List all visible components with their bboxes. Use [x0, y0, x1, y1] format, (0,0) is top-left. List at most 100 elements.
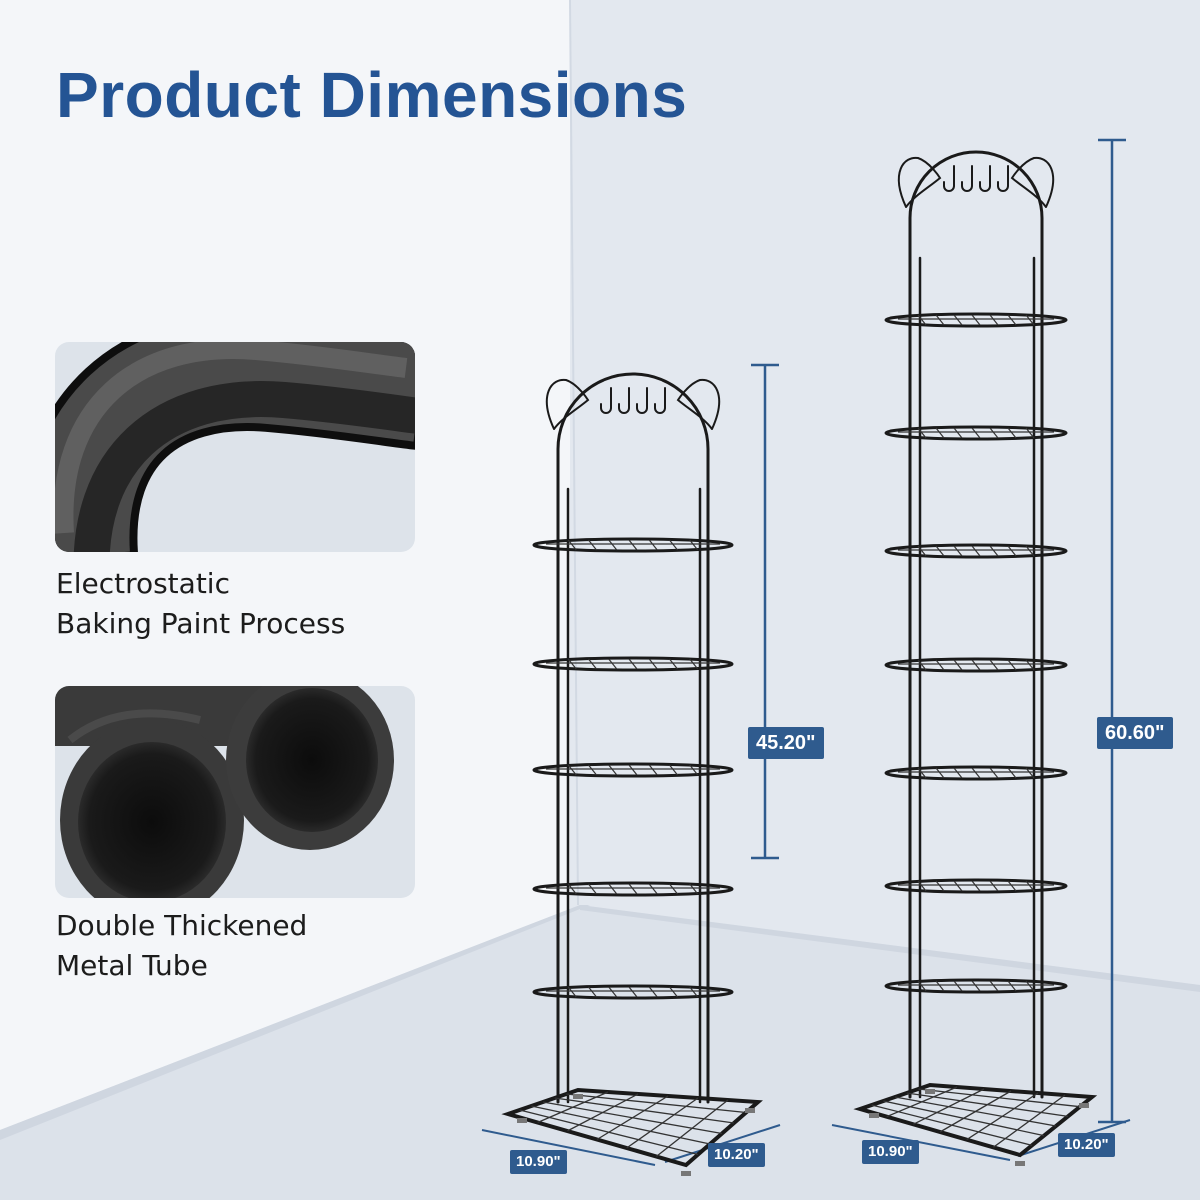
rack-wire	[917, 427, 927, 439]
rack-wire	[567, 883, 577, 895]
rack-wire	[917, 314, 927, 326]
rack-shelf-rim	[884, 765, 1068, 781]
rack-wire	[588, 539, 597, 551]
rack-wire	[953, 980, 963, 992]
rack-wire	[567, 658, 577, 670]
rack-hook	[961, 165, 973, 192]
rack-wire	[1007, 314, 1017, 326]
rack-wire	[567, 986, 577, 998]
rack-wire	[971, 427, 981, 439]
rack-shelf-wires	[546, 883, 720, 895]
rack-wire	[971, 767, 981, 779]
rack-wire	[648, 658, 658, 670]
rack-wire	[588, 883, 597, 895]
rack-wire	[971, 880, 981, 892]
feature-caption-line: Double Thickened	[56, 909, 308, 942]
rack-shelf-rim	[884, 657, 1068, 673]
rack-shelf-rim	[532, 537, 734, 553]
feature-caption-line: Baking Paint Process	[56, 607, 346, 640]
rack-base-wire	[992, 1094, 1066, 1148]
rack-wire	[1025, 880, 1035, 892]
rack-wire	[689, 658, 699, 670]
rack-wire	[917, 545, 927, 557]
rack-shelf-wires	[546, 986, 720, 998]
rack-shelf-rim	[532, 881, 734, 897]
rack-wire	[953, 314, 963, 326]
rack-ear	[1010, 156, 1055, 208]
feature-caption-tube: Double Thickened Metal Tube	[56, 906, 307, 986]
depth-label-short: 10.20"	[708, 1143, 765, 1167]
rack-wire	[669, 539, 678, 551]
rack-wire	[917, 659, 927, 671]
rack-wire	[628, 658, 638, 670]
rack-wire	[1025, 427, 1035, 439]
rack-wire	[588, 764, 597, 776]
rack-wire	[1007, 980, 1017, 992]
tube-cross-section-image	[55, 686, 415, 898]
rack-foot	[925, 1089, 935, 1094]
rack-hook	[997, 165, 1009, 192]
rack-ear	[676, 378, 721, 430]
rack-wire	[689, 883, 699, 895]
rack-shelf-rim	[884, 878, 1068, 894]
rack-shelf-wires	[898, 314, 1054, 326]
rack-wire	[1007, 880, 1017, 892]
rack-shelf-wires	[546, 764, 720, 776]
rack-shelf-rim	[884, 543, 1068, 559]
rack-wire	[608, 658, 618, 670]
rack-hook	[636, 387, 648, 414]
rack-wire	[989, 980, 999, 992]
rack-hook	[654, 387, 666, 414]
rack-wire	[1025, 980, 1035, 992]
rack-foot	[1079, 1103, 1089, 1108]
rack-shelf-rim	[884, 978, 1068, 994]
rack-foot	[745, 1108, 755, 1113]
rack-wire	[989, 427, 999, 439]
rack-hook	[979, 165, 991, 192]
rack-wire	[588, 658, 597, 670]
rack-frame	[908, 150, 1044, 1099]
rack-wire	[989, 659, 999, 671]
rack-wire	[608, 764, 618, 776]
rack-wire	[628, 539, 638, 551]
rack-shelf-wires	[546, 658, 720, 670]
rack-wire	[989, 545, 999, 557]
rack-shelf-rim	[884, 312, 1068, 328]
shoe-rack-tall	[853, 150, 1098, 1166]
shoe-rack-short	[501, 372, 763, 1176]
rack-shelf-rim	[532, 656, 734, 672]
rack-wire	[669, 883, 678, 895]
rack-hook	[943, 165, 955, 192]
rack-hook	[618, 387, 630, 414]
rack-wire	[669, 986, 678, 998]
rack-wire	[935, 659, 945, 671]
rack-base-grid	[519, 1091, 747, 1158]
rack-wire	[689, 764, 699, 776]
rack-shelf-wires	[898, 659, 1054, 671]
rack-ear	[545, 378, 590, 430]
height-label-tall: 60.60"	[1097, 717, 1173, 749]
rack-wire	[1025, 767, 1035, 779]
rack-wire	[935, 767, 945, 779]
footprint-dimension-line	[831, 1124, 1011, 1161]
rack-foot	[517, 1118, 527, 1123]
rack-shelf-wires	[898, 880, 1054, 892]
height-label-short: 45.20"	[748, 727, 824, 759]
rack-wire	[648, 986, 658, 998]
rack-shelf-wires	[546, 539, 720, 551]
rack-wire	[1007, 427, 1017, 439]
rack-wire	[935, 980, 945, 992]
rack-wire	[608, 539, 618, 551]
width-label-short: 10.90"	[510, 1150, 567, 1174]
rack-wire	[689, 986, 699, 998]
rack-wire	[648, 539, 658, 551]
rack-wire	[669, 658, 678, 670]
rack-wire	[953, 427, 963, 439]
rack-hook	[600, 387, 612, 414]
feature-caption-paint: Electrostatic Baking Paint Process	[56, 564, 345, 644]
rack-wire	[971, 659, 981, 671]
feature-caption-line: Metal Tube	[56, 949, 208, 982]
rack-foot	[573, 1094, 583, 1099]
depth-label-tall: 10.20"	[1058, 1133, 1115, 1157]
rack-wire	[1007, 659, 1017, 671]
